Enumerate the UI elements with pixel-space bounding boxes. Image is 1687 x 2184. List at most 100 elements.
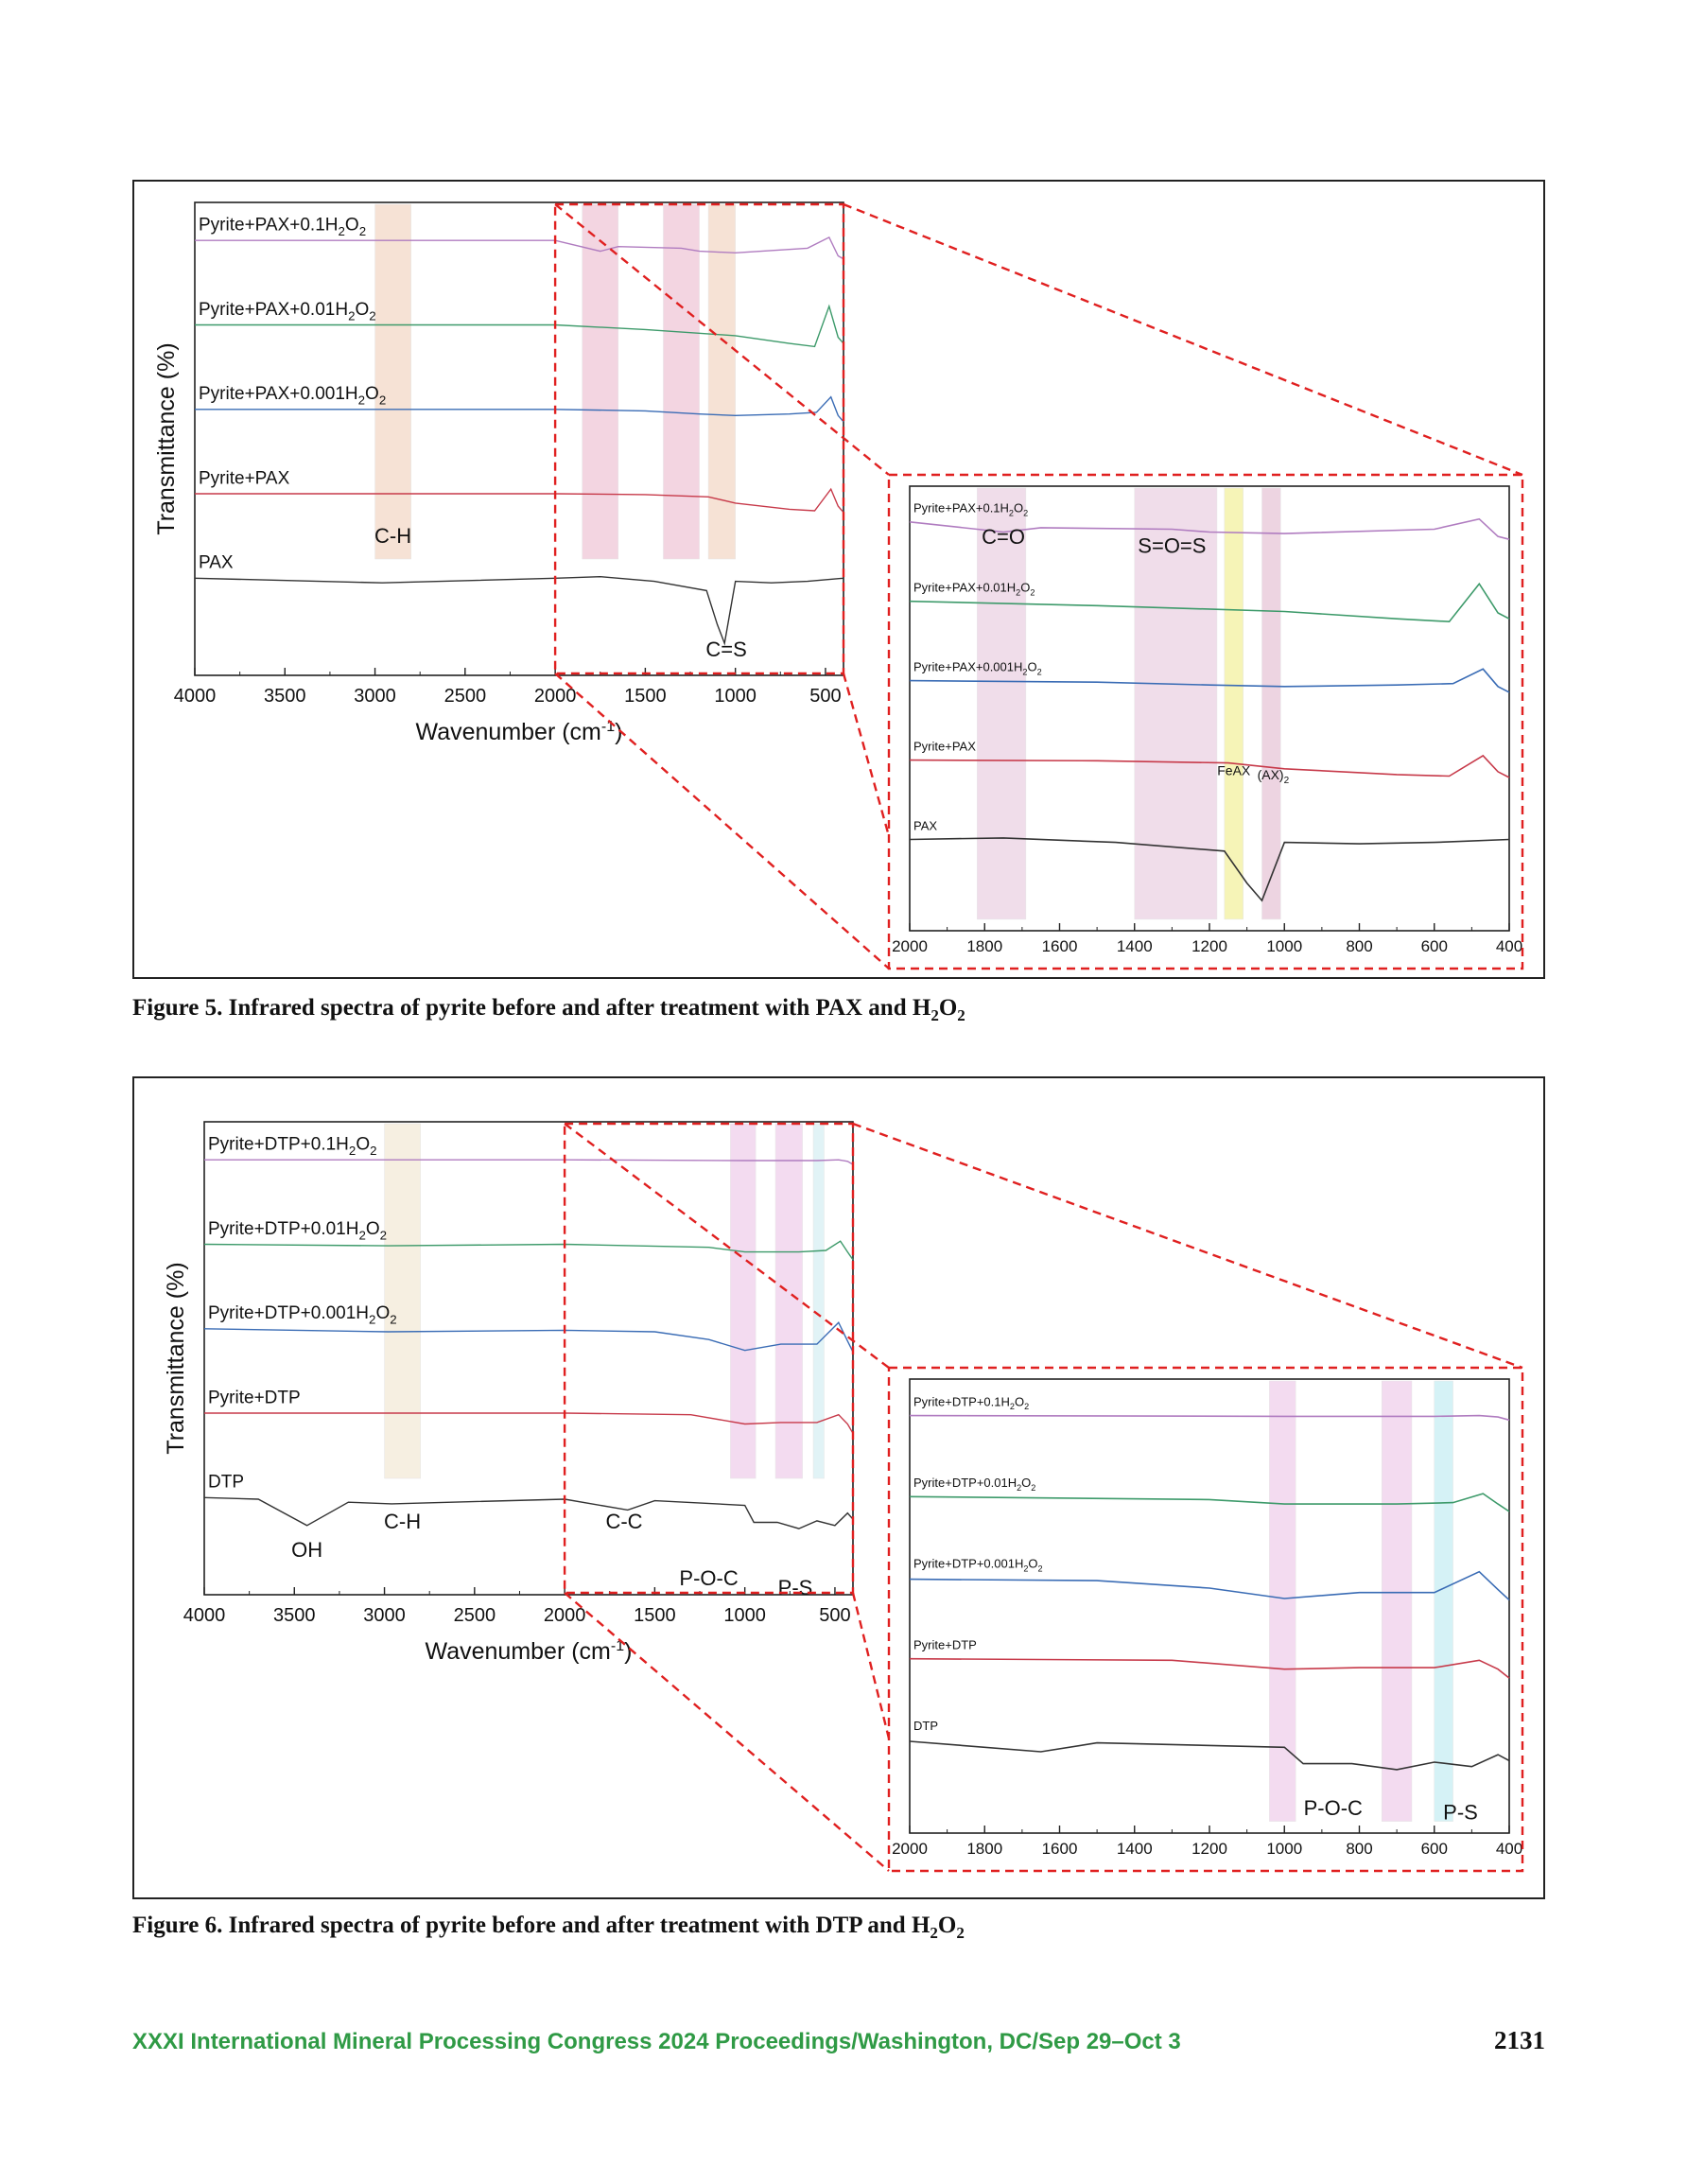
x-tick-label: 2000: [892, 1840, 928, 1858]
series-line: [909, 1740, 1510, 1771]
band-annotation: P-S: [778, 1576, 813, 1599]
highlight-band: [812, 1123, 825, 1479]
main-panel: Pyrite+DTP+0.1H2O2Pyrite+DTP+0.01H2O2Pyr…: [163, 1121, 854, 1665]
series-line: [909, 1570, 1510, 1601]
series-line: [203, 1496, 854, 1529]
band-annotation: P-O-C: [679, 1566, 738, 1590]
x-axis-label: Wavenumber (cm-1): [416, 719, 623, 745]
band-annotation: C-H: [384, 1510, 421, 1533]
series-line: [195, 487, 844, 514]
y-axis-label: Transmittance (%): [163, 1262, 189, 1454]
highlight-band: [1224, 487, 1244, 920]
series-label: Pyrite+PAX: [913, 739, 976, 753]
series-line: [195, 395, 844, 423]
x-tick-label: 1000: [723, 1605, 766, 1626]
series-label: Pyrite+DTP+0.1H2O2: [208, 1134, 377, 1158]
highlight-band: [730, 1123, 757, 1479]
series-label: Pyrite+PAX+0.01H2O2: [913, 581, 1035, 598]
series-label: Pyrite+DTP: [913, 1637, 977, 1651]
footer-congress-title: XXXI International Mineral Processing Co…: [132, 2029, 1181, 2054]
x-tick-label: 2500: [454, 1605, 496, 1626]
figure-5-chart: Pyrite+PAX+0.1H2O2Pyrite+PAX+0.01H2O2Pyr…: [153, 201, 1524, 970]
series-line: [909, 1414, 1510, 1422]
x-tick-label: 4000: [174, 686, 217, 707]
x-tick-label: 500: [809, 686, 841, 707]
series-line: [909, 668, 1510, 693]
x-tick-label: 2000: [544, 1605, 586, 1626]
figure-6-caption: Figure 6. Infrared spectra of pyrite bef…: [132, 1913, 965, 1942]
x-tick-label: 1000: [1266, 937, 1302, 955]
zoom-connector-line: [564, 1123, 890, 1369]
highlight-band: [374, 203, 411, 560]
highlight-band: [384, 1123, 421, 1479]
highlight-band: [977, 487, 1027, 920]
zoom-connector-line: [842, 673, 891, 837]
highlight-band: [1434, 1380, 1453, 1822]
series-label: Pyrite+DTP+0.01H2O2: [208, 1219, 387, 1243]
series-label: Pyrite+PAX+0.001H2O2: [913, 660, 1042, 677]
figure-5-caption: Figure 5. Infrared spectra of pyrite bef…: [132, 995, 965, 1024]
band-annotation: C-H: [374, 524, 411, 548]
x-tick-label: 2000: [892, 937, 928, 955]
x-tick-label: 2000: [534, 686, 577, 707]
zoom-connector-line: [554, 673, 890, 970]
series-line: [909, 1657, 1510, 1679]
series-label: Pyrite+PAX+0.1H2O2: [199, 215, 366, 238]
plot-frame: [194, 201, 844, 676]
highlight-band: [1261, 487, 1281, 920]
inset-panel: Pyrite+PAX+0.1H2O2Pyrite+PAX+0.01H2O2Pyr…: [892, 485, 1522, 955]
x-tick-label: 4000: [183, 1605, 226, 1626]
series-line: [909, 837, 1510, 902]
zoom-region-box: [553, 202, 845, 675]
series-label: Pyrite+DTP+0.001H2O2: [913, 1557, 1043, 1574]
x-tick-label: 3000: [363, 1605, 406, 1626]
series-label: Pyrite+PAX+0.1H2O2: [913, 501, 1028, 518]
x-tick-label: 500: [819, 1605, 850, 1626]
band-annotation: P-O-C: [1304, 1796, 1363, 1820]
zoom-region-box: [563, 1122, 855, 1595]
series-label: Pyrite+PAX+0.01H2O2: [199, 300, 376, 323]
x-tick-label: 2500: [444, 686, 487, 707]
x-tick-label: 3500: [273, 1605, 316, 1626]
y-axis-label: Transmittance (%): [153, 342, 180, 534]
highlight-band: [663, 203, 700, 560]
x-tick-label: 600: [1421, 937, 1448, 955]
highlight-band: [1269, 1380, 1296, 1822]
series-line: [195, 236, 844, 260]
inset-frame-box: [887, 473, 1524, 970]
band-annotation: S=O=S: [1138, 534, 1206, 558]
zoom-connector-line: [843, 202, 1523, 477]
series-label: PAX: [913, 818, 937, 832]
series-line: [909, 1493, 1510, 1512]
series-label: Pyrite+DTP+0.01H2O2: [913, 1476, 1035, 1493]
main-panel: Pyrite+PAX+0.1H2O2Pyrite+PAX+0.01H2O2Pyr…: [153, 201, 844, 745]
x-tick-label: 1000: [1266, 1840, 1302, 1858]
band-annotation: C-C: [605, 1510, 642, 1533]
x-tick-label: 800: [1346, 937, 1372, 955]
x-tick-label: 3500: [264, 686, 306, 707]
x-tick-label: 1400: [1117, 937, 1153, 955]
x-axis-label: Wavenumber (cm-1): [426, 1638, 633, 1665]
highlight-band: [774, 1123, 803, 1479]
series-line: [909, 754, 1510, 778]
x-tick-label: 1600: [1042, 937, 1078, 955]
series-label: Pyrite+PAX+0.001H2O2: [199, 384, 386, 408]
figure-6-chart: Pyrite+DTP+0.1H2O2Pyrite+DTP+0.01H2O2Pyr…: [163, 1121, 1524, 1873]
series-label: Pyrite+DTP+0.1H2O2: [913, 1394, 1029, 1411]
x-tick-label: 1600: [1042, 1840, 1078, 1858]
highlight-band: [707, 203, 736, 560]
series-line: [195, 304, 844, 348]
x-tick-label: 1500: [634, 1605, 676, 1626]
x-tick-label: 1000: [714, 686, 757, 707]
band-annotation: OH: [291, 1538, 322, 1562]
x-tick-label: 400: [1496, 937, 1522, 955]
x-tick-label: 1800: [966, 937, 1002, 955]
highlight-band: [582, 203, 619, 560]
x-tick-label: 1200: [1191, 937, 1227, 955]
series-line: [203, 1321, 854, 1353]
x-tick-label: 1200: [1191, 1840, 1227, 1858]
x-tick-label: 1800: [966, 1840, 1002, 1858]
series-label: Pyrite+DTP: [208, 1388, 301, 1407]
